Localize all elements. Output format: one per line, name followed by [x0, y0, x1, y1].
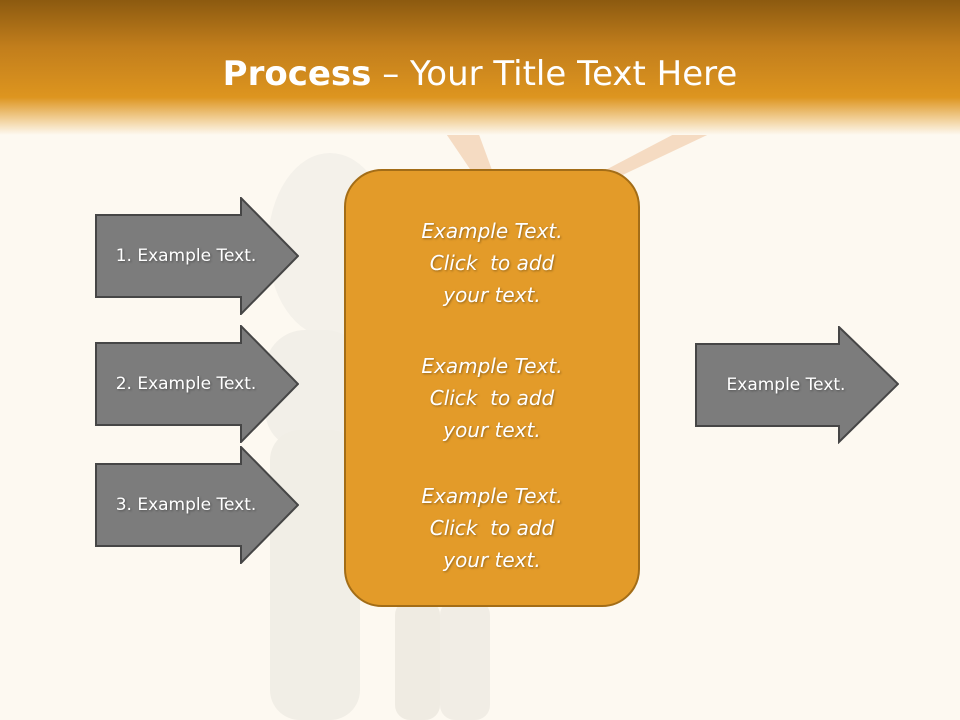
arrow-result[interactable]: Example Text.: [695, 326, 899, 444]
center-text-block-3[interactable]: Example Text. Click to add your text.: [346, 480, 638, 576]
title-banner: Process – Your Title Text Here: [0, 0, 960, 135]
title-bold-part: Process: [222, 54, 372, 94]
center-text-line: Example Text.: [421, 354, 563, 378]
arrow-label: 3. Example Text.: [115, 495, 257, 515]
arrow-shape: [695, 326, 899, 444]
center-text-line: your text.: [443, 283, 541, 307]
arrow-shape: [95, 197, 299, 315]
center-text-line: Click to add: [429, 516, 555, 540]
title-rest: Your Title Text Here: [410, 54, 738, 94]
arrow-label: 2. Example Text.: [115, 374, 257, 394]
arrow-shape: [95, 446, 299, 564]
center-text-block-2[interactable]: Example Text. Click to add your text.: [346, 350, 638, 446]
center-text-block-1[interactable]: Example Text. Click to add your text.: [346, 215, 638, 311]
arrow-label: Example Text.: [726, 375, 846, 395]
slide-title: Process – Your Title Text Here: [0, 52, 960, 96]
arrow-shape: [95, 325, 299, 443]
center-text-line: Example Text.: [421, 219, 563, 243]
center-text-line: Click to add: [429, 251, 555, 275]
center-text-line: your text.: [443, 418, 541, 442]
center-text-line: your text.: [443, 548, 541, 572]
center-text-box[interactable]: Example Text. Click to add your text. Ex…: [344, 169, 640, 607]
arrow-step-2[interactable]: 2. Example Text.: [95, 325, 299, 443]
center-text-line: Click to add: [429, 386, 555, 410]
center-text-line: Example Text.: [421, 484, 563, 508]
arrow-step-1[interactable]: 1. Example Text.: [95, 197, 299, 315]
arrow-step-3[interactable]: 3. Example Text.: [95, 446, 299, 564]
arrow-label: 1. Example Text.: [115, 246, 257, 266]
title-dash: –: [371, 54, 411, 94]
